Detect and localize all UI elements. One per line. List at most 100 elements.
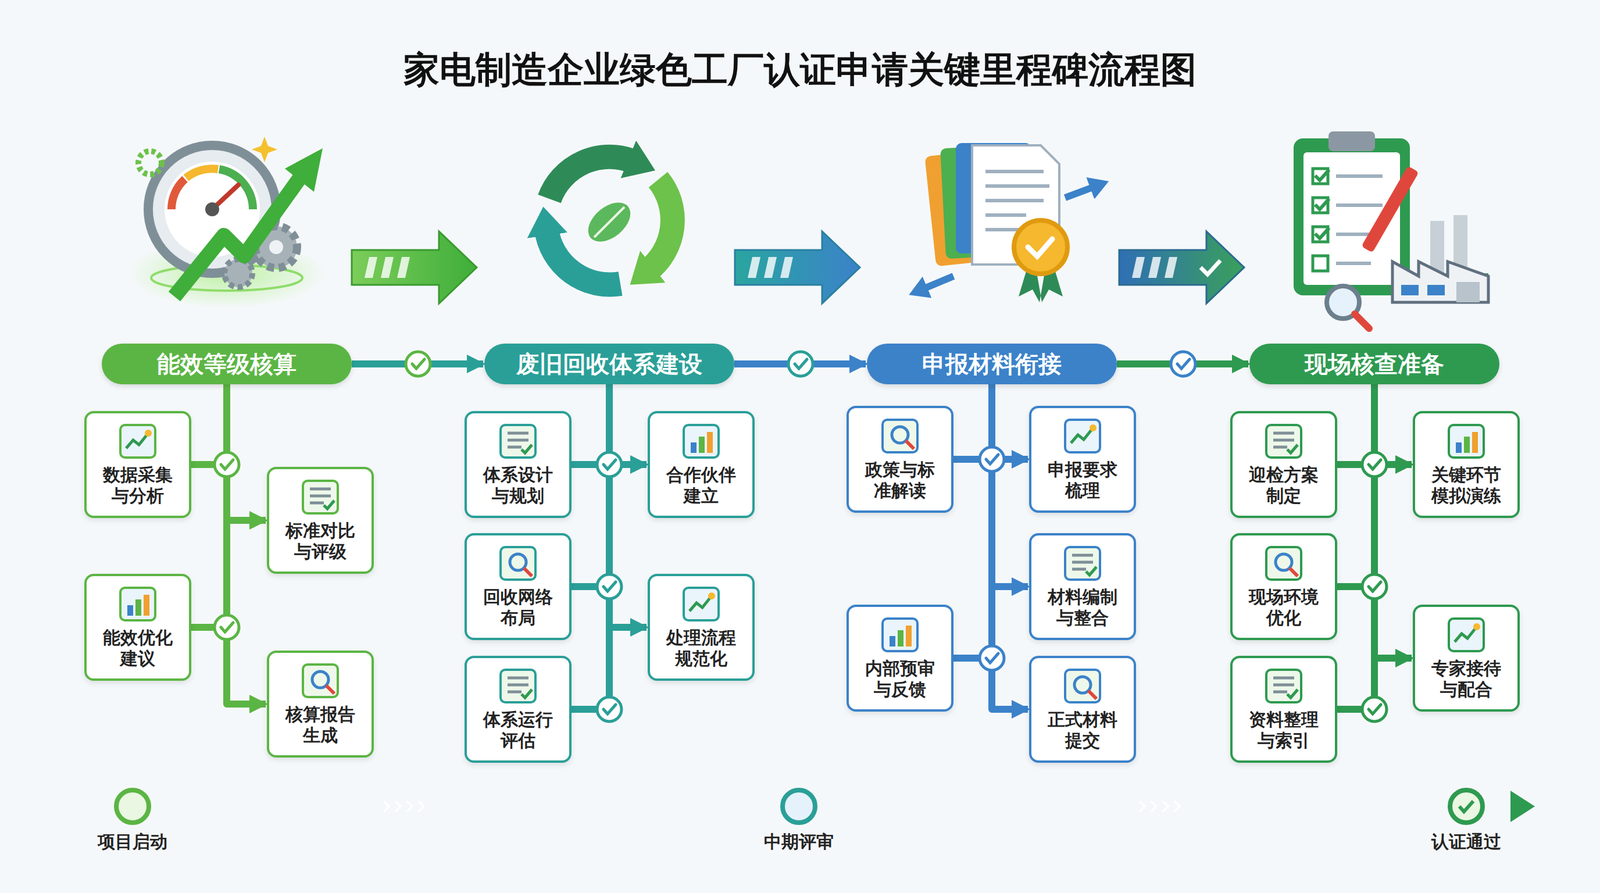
decor-rect xyxy=(500,547,536,580)
decor-path xyxy=(1368,459,1381,470)
decor-circle xyxy=(597,697,622,722)
task-icon xyxy=(115,419,160,464)
task-box: 标准对比与评级 xyxy=(266,466,374,574)
task-label: 正式材料提交 xyxy=(1031,709,1134,760)
task-icon xyxy=(495,663,541,709)
task-box: 资料整理与索引 xyxy=(1230,655,1338,763)
recycle-illustration xyxy=(546,156,673,285)
decor-line xyxy=(924,276,954,289)
task-box: 回收网络布局 xyxy=(464,533,572,641)
task-label: 合作伙伴建立 xyxy=(650,464,753,515)
decor-path xyxy=(171,179,185,210)
flow-connector xyxy=(571,384,610,587)
task-label: 能效优化建议 xyxy=(86,627,189,678)
task-box: 体系运行评估 xyxy=(464,655,572,763)
decor-path xyxy=(126,433,149,449)
decor-path xyxy=(986,653,999,663)
decor-rect xyxy=(889,636,896,647)
task-box: 能效优化建议 xyxy=(84,573,192,681)
task-icon xyxy=(1060,541,1105,586)
decor-circle xyxy=(138,151,162,175)
decor-ellipse xyxy=(580,194,638,250)
decor-circle xyxy=(205,202,220,217)
decor-circle xyxy=(708,592,716,600)
decor-rect xyxy=(302,480,338,514)
flow-connector xyxy=(1337,384,1375,587)
decor-circle xyxy=(979,645,1005,671)
stage-title: 废旧回收体系建设 xyxy=(516,348,703,381)
decor-rect xyxy=(706,431,713,453)
decor-rect xyxy=(1328,131,1375,152)
task-label: 政策与标准解读 xyxy=(848,459,952,510)
decor-line xyxy=(1354,313,1370,329)
decor-line xyxy=(1065,187,1094,198)
decor-path xyxy=(1368,581,1381,592)
decor-rect xyxy=(1427,284,1445,296)
check-mark xyxy=(405,351,431,377)
flow-connector xyxy=(571,384,610,710)
decor-rect xyxy=(1456,281,1480,303)
stage-header: 申报材料衔接 xyxy=(866,343,1117,385)
flow-connector xyxy=(191,384,227,628)
decor-rect xyxy=(1448,618,1484,652)
decor-circle xyxy=(116,790,149,823)
decor-rect xyxy=(683,425,719,458)
decor-rect xyxy=(698,436,705,453)
decor-path xyxy=(1200,260,1221,275)
decor-circle xyxy=(1074,676,1091,694)
decor-line xyxy=(594,206,625,238)
task-icon xyxy=(495,419,541,464)
task-box: 政策与标准解读 xyxy=(846,405,954,513)
task-label: 内部预审与反馈 xyxy=(848,658,952,709)
decor-path xyxy=(603,581,616,592)
decor-rect xyxy=(1312,255,1328,271)
task-label: 关键环节模拟演练 xyxy=(1415,464,1518,515)
flow-connector xyxy=(226,384,266,705)
task-label: 资料整理与索引 xyxy=(1232,709,1335,760)
decor-circle xyxy=(312,671,329,688)
task-label: 现场环境优化 xyxy=(1232,586,1335,637)
task-box: 申报要求梳理 xyxy=(1029,405,1137,513)
decor-path xyxy=(1459,801,1474,812)
task-box: 材料编制与整合 xyxy=(1029,533,1137,641)
task-icon xyxy=(1261,419,1306,464)
decor-path xyxy=(689,595,712,612)
decor-polygon xyxy=(284,148,323,192)
decor-path xyxy=(1287,444,1298,453)
check-mark xyxy=(979,645,1005,671)
decor-path xyxy=(549,156,634,199)
decor-circle xyxy=(1362,574,1387,599)
decor-path xyxy=(521,444,532,453)
decor-rect xyxy=(1455,442,1462,453)
check-mark xyxy=(214,452,239,477)
decor-line xyxy=(1289,568,1298,577)
decor-path xyxy=(1072,555,1094,570)
decor-rect xyxy=(1472,431,1478,453)
task-label: 标准对比与评级 xyxy=(269,520,372,571)
decor-polyline xyxy=(174,174,303,297)
task-label: 数据采集与分析 xyxy=(86,464,189,515)
decor-path xyxy=(1454,626,1477,642)
decor-path xyxy=(1070,427,1094,444)
decor-path xyxy=(1287,689,1298,698)
task-label: 迎检方案制定 xyxy=(1232,464,1335,515)
task-box: 核算报告生成 xyxy=(266,650,374,758)
decor-rect xyxy=(127,605,134,616)
task-box: 处理流程规范化 xyxy=(647,573,755,681)
check-mark xyxy=(1362,452,1387,477)
decor-line xyxy=(1088,690,1097,699)
task-label: 材料编制与整合 xyxy=(1031,586,1134,637)
decor-circle xyxy=(1170,351,1196,377)
check-mark xyxy=(1362,697,1387,722)
task-box: 专家接待与配合 xyxy=(1412,604,1520,712)
task-box: 体系设计与规划 xyxy=(464,411,572,519)
decor-rect xyxy=(1463,436,1470,453)
milestone-label: 中期评审 xyxy=(763,830,834,855)
check-mark xyxy=(1362,574,1387,599)
task-icon xyxy=(1444,612,1489,657)
decor-circle xyxy=(1473,623,1481,631)
decor-path xyxy=(794,359,807,369)
task-icon xyxy=(1261,663,1306,709)
